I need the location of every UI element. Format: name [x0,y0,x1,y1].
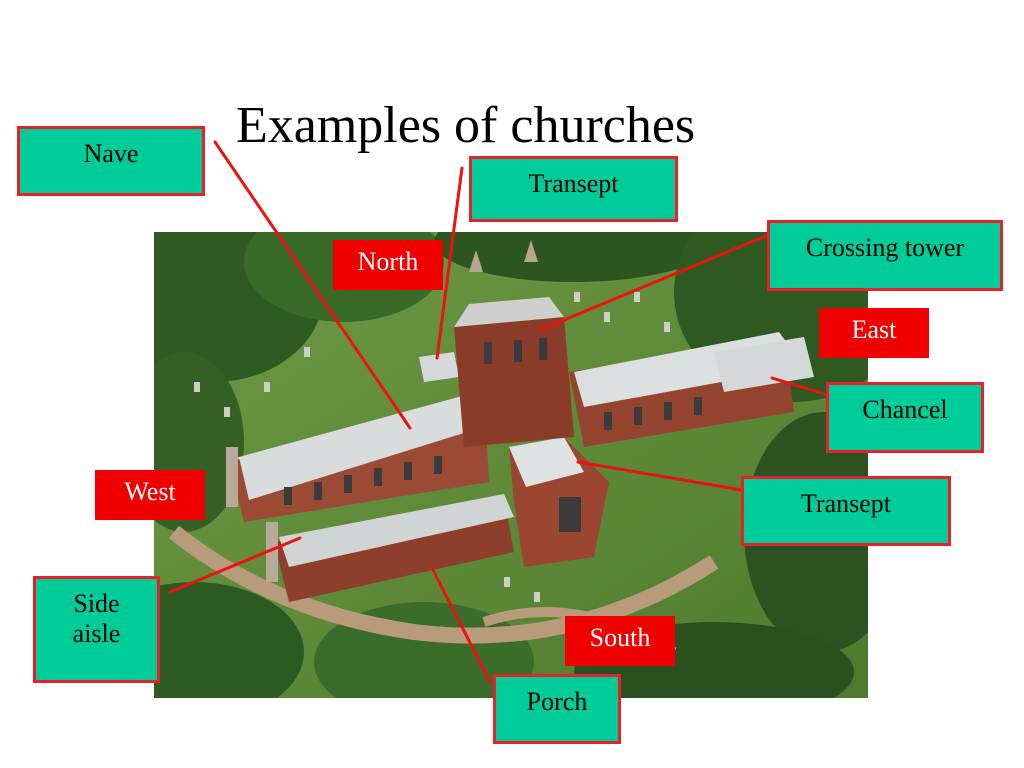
direction-west: West [95,470,205,520]
church-aerial-photo [154,232,868,698]
label-porch-text: Porch [526,687,588,716]
label-chancel: Chancel [826,382,984,453]
direction-west-text: West [124,477,176,506]
label-side-aisle-line1: Side [73,589,120,618]
label-porch: Porch [493,674,621,744]
label-crossing-tower: Crossing tower [767,220,1003,291]
slide-title: Examples of churches [236,97,696,154]
label-nave: Nave [17,126,205,196]
direction-east-text: East [851,315,897,344]
direction-north-text: North [357,247,419,276]
direction-south: South [565,616,675,666]
label-nave-text: Nave [83,139,139,168]
direction-east: East [819,308,929,358]
label-transept-north-text: Transept [528,169,619,198]
label-crossing-tower-text: Crossing tower [805,233,965,262]
label-side-aisle-line2: aisle [72,618,121,648]
label-chancel-text: Chancel [862,395,948,424]
direction-north: North [333,240,443,290]
label-transept-north: Transept [469,156,678,222]
label-transept-south-text: Transept [800,489,892,518]
direction-south-text: South [589,623,651,652]
label-transept-south: Transept [741,476,951,546]
label-side-aisle: Side aisle [33,576,160,683]
